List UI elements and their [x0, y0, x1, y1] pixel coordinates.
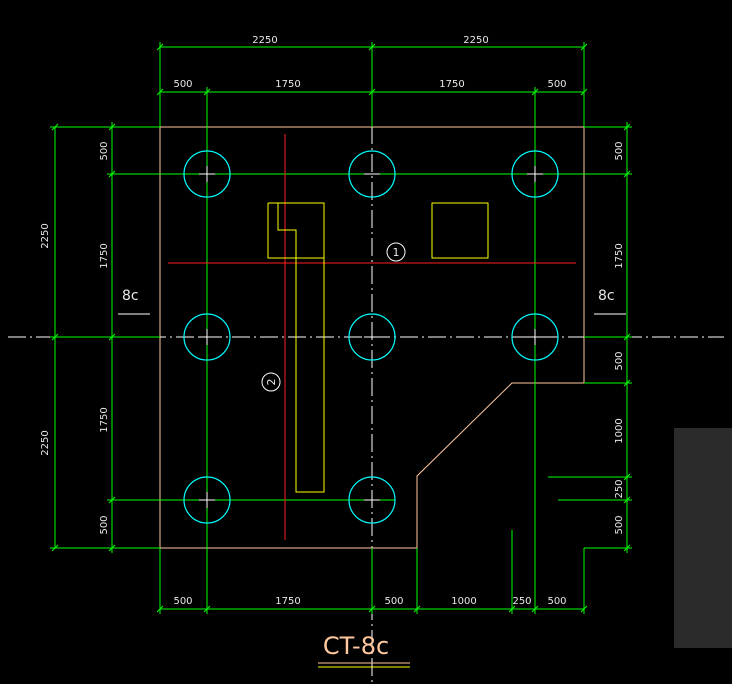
drawing-title: CT-8c — [318, 632, 410, 668]
dim-top-detail: 500 — [173, 79, 192, 90]
pile — [511, 313, 559, 361]
piles — [183, 150, 559, 524]
dim-left-detail: 1750 — [99, 407, 110, 432]
pile — [348, 476, 396, 524]
svg-text:CT-8c: CT-8c — [323, 632, 389, 660]
panel-scrollbar[interactable] — [674, 428, 732, 648]
svg-text:1: 1 — [393, 246, 400, 259]
dim-bottom-detail: 500 — [173, 596, 192, 607]
dim-right-detail: 1750 — [614, 243, 625, 268]
dim-top-detail: 1750 — [439, 79, 464, 90]
dim-bottom-detail: 1750 — [275, 596, 300, 607]
dimension-ticks — [51, 43, 631, 613]
dim-right-detail: 500 — [614, 515, 625, 534]
pile — [183, 150, 231, 198]
dim-bottom-detail: 250 — [512, 596, 531, 607]
dim-right-detail: 500 — [614, 141, 625, 160]
dim-left-overall: 2250 — [40, 223, 51, 248]
pile — [348, 150, 396, 198]
dim-top-detail: 500 — [547, 79, 566, 90]
dim-right-detail: 500 — [614, 351, 625, 370]
dim-left-detail: 1750 — [99, 243, 110, 268]
pile — [511, 150, 559, 198]
svg-text:2: 2 — [265, 379, 278, 386]
section-mark-left: 8c — [118, 288, 150, 315]
dim-top-overall: 2250 — [252, 35, 277, 46]
dim-bottom-detail: 1000 — [451, 596, 476, 607]
dim-right-detail: 250 — [614, 479, 625, 498]
callout-bubble-one: 1 — [386, 242, 406, 262]
dim-left-detail: 500 — [99, 141, 110, 160]
dim-bottom-detail: 500 — [384, 596, 403, 607]
dim-top-overall: 2250 — [463, 35, 488, 46]
callout-bubble-two: 2 — [261, 372, 281, 392]
dimension-lines — [50, 42, 632, 614]
pile-crosshairs — [199, 166, 543, 508]
section-mark-right: 8c — [594, 288, 626, 315]
column-outlines — [267, 202, 489, 493]
dim-right-detail: 1000 — [614, 418, 625, 443]
pile — [348, 313, 396, 361]
dim-left-detail: 500 — [99, 515, 110, 534]
svg-text:8c: 8c — [598, 288, 615, 304]
dim-top-detail: 1750 — [275, 79, 300, 90]
svg-text:8c: 8c — [122, 288, 139, 304]
section-lines — [168, 134, 576, 540]
dim-bottom-detail: 500 — [547, 596, 566, 607]
dim-left-overall: 2250 — [40, 430, 51, 455]
pile — [183, 476, 231, 524]
pile — [183, 313, 231, 361]
